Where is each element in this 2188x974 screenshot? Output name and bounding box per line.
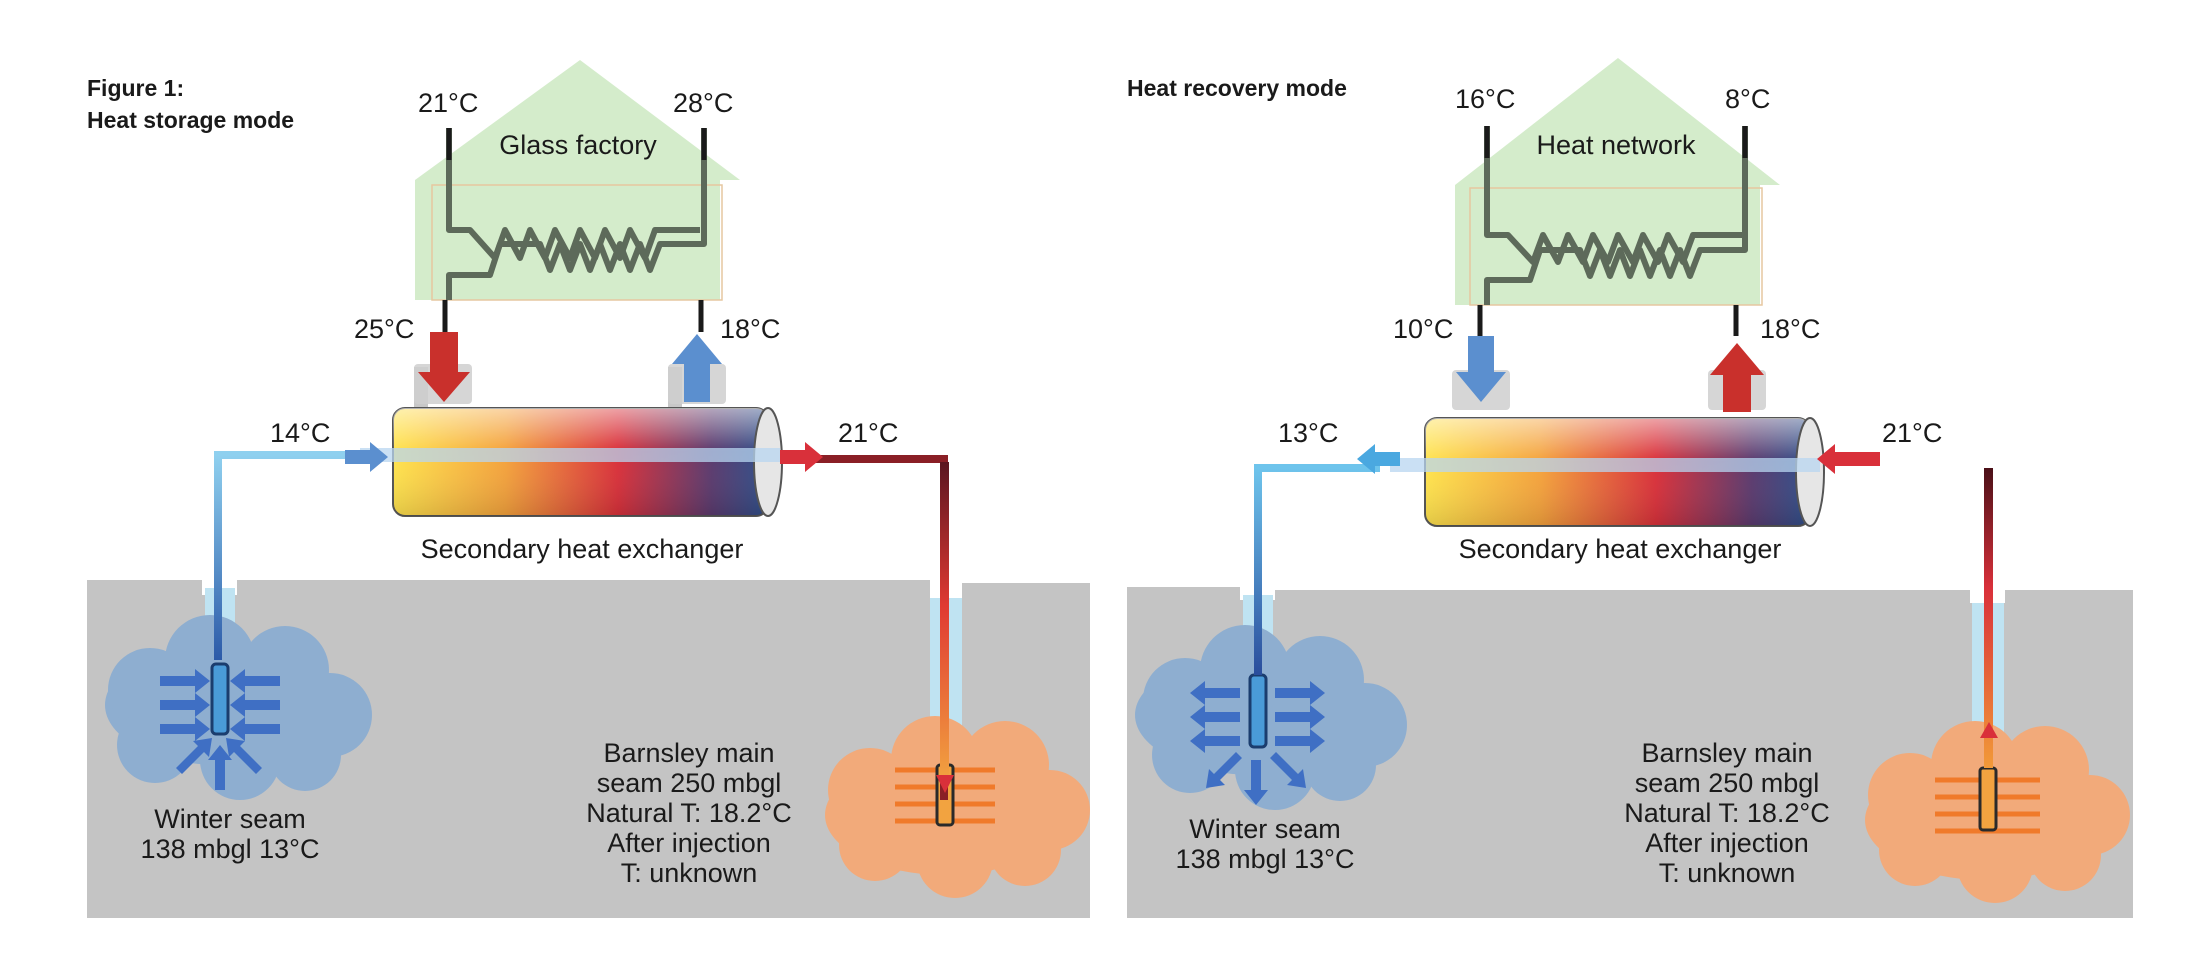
cold-well-screen-r [1248,673,1268,749]
exchanger-label: Secondary heat exchanger [421,534,744,564]
cold-seam-line2-r: 138 mbgl 13°C [1176,844,1355,874]
hot-down-arrow-left [414,332,472,404]
warm-seam-line4-r: After injection [1645,828,1809,858]
figure-label: Figure 1: [87,75,184,101]
temp-top-left: 21°C [418,88,478,118]
warm-seam-line3-r: Natural T: 18.2°C [1624,798,1829,828]
warm-well-screen-r [1978,766,1998,832]
temp-pipe-left-r: 13°C [1278,418,1338,448]
temp-pipe-right: 21°C [838,418,898,448]
hot-up-arrow-right-r [1708,343,1766,412]
warm-seam-line1: Barnsley main [603,738,774,768]
temp-pipe-left: 14°C [270,418,330,448]
cold-outflow-arrows [1190,681,1325,805]
down-arrowhead-right [936,775,954,793]
building-label-r: Heat network [1536,130,1696,160]
building-label: Glass factory [499,130,657,160]
hot-pipe-up-r [1984,468,1993,768]
temp-top-right: 28°C [673,88,733,118]
temp-hx-left-r: 10°C [1393,314,1453,344]
warm-seam-line4: After injection [607,828,771,858]
temp-hx-right-r: 18°C [1760,314,1820,344]
factory-coil-2 [446,128,707,300]
cold-seam-line2: 138 mbgl 13°C [141,834,320,864]
warm-seam-line2: seam 250 mbgl [597,768,782,798]
building-inner-wall [431,184,723,301]
secondary-heat-exchanger-r [1357,417,1880,527]
network-coil-2 [1484,126,1748,305]
cold-pipe-left [214,451,360,660]
warm-seam-line5: T: unknown [621,858,758,888]
heat-network-building [1455,58,1780,305]
cold-seam-line1: Winter seam [154,804,306,834]
cold-seam-line1-r: Winter seam [1189,814,1341,844]
temp-top-right-r: 8°C [1725,84,1770,114]
cold-inflow-arrows [160,669,280,790]
secondary-heat-exchanger [345,367,823,517]
cold-down-arrow-left-r [1452,336,1510,410]
recovery-mode-panel: Heat recovery mode [1127,58,2133,918]
barnsley-seam-cloud-r [1865,721,2130,903]
building-inner-wall-r [1469,187,1763,306]
warm-seam-line3: Natural T: 18.2°C [586,798,791,828]
temp-hx-right: 18°C [720,314,780,344]
warm-seam-line5-r: T: unknown [1659,858,1796,888]
cold-up-arrow-right [668,334,726,404]
up-arrowhead-r [1980,722,1998,738]
exchanger-label-r: Secondary heat exchanger [1459,534,1782,564]
temp-pipe-right-r: 21°C [1882,418,1942,448]
storage-mode-title: Heat storage mode [87,107,294,133]
cold-pipe-left-r [1254,464,1380,675]
temp-hx-left: 25°C [354,314,414,344]
glass-factory-building [415,60,740,300]
hot-pipe-down [940,462,949,782]
recovery-mode-title: Heat recovery mode [1127,75,1347,101]
warm-seam-line2-r: seam 250 mbgl [1635,768,1820,798]
temp-top-left-r: 16°C [1455,84,1515,114]
storage-mode-panel: Figure 1: Heat storage mode [87,60,1090,918]
warm-seam-line1-r: Barnsley main [1641,738,1812,768]
cold-well-screen [210,662,230,736]
